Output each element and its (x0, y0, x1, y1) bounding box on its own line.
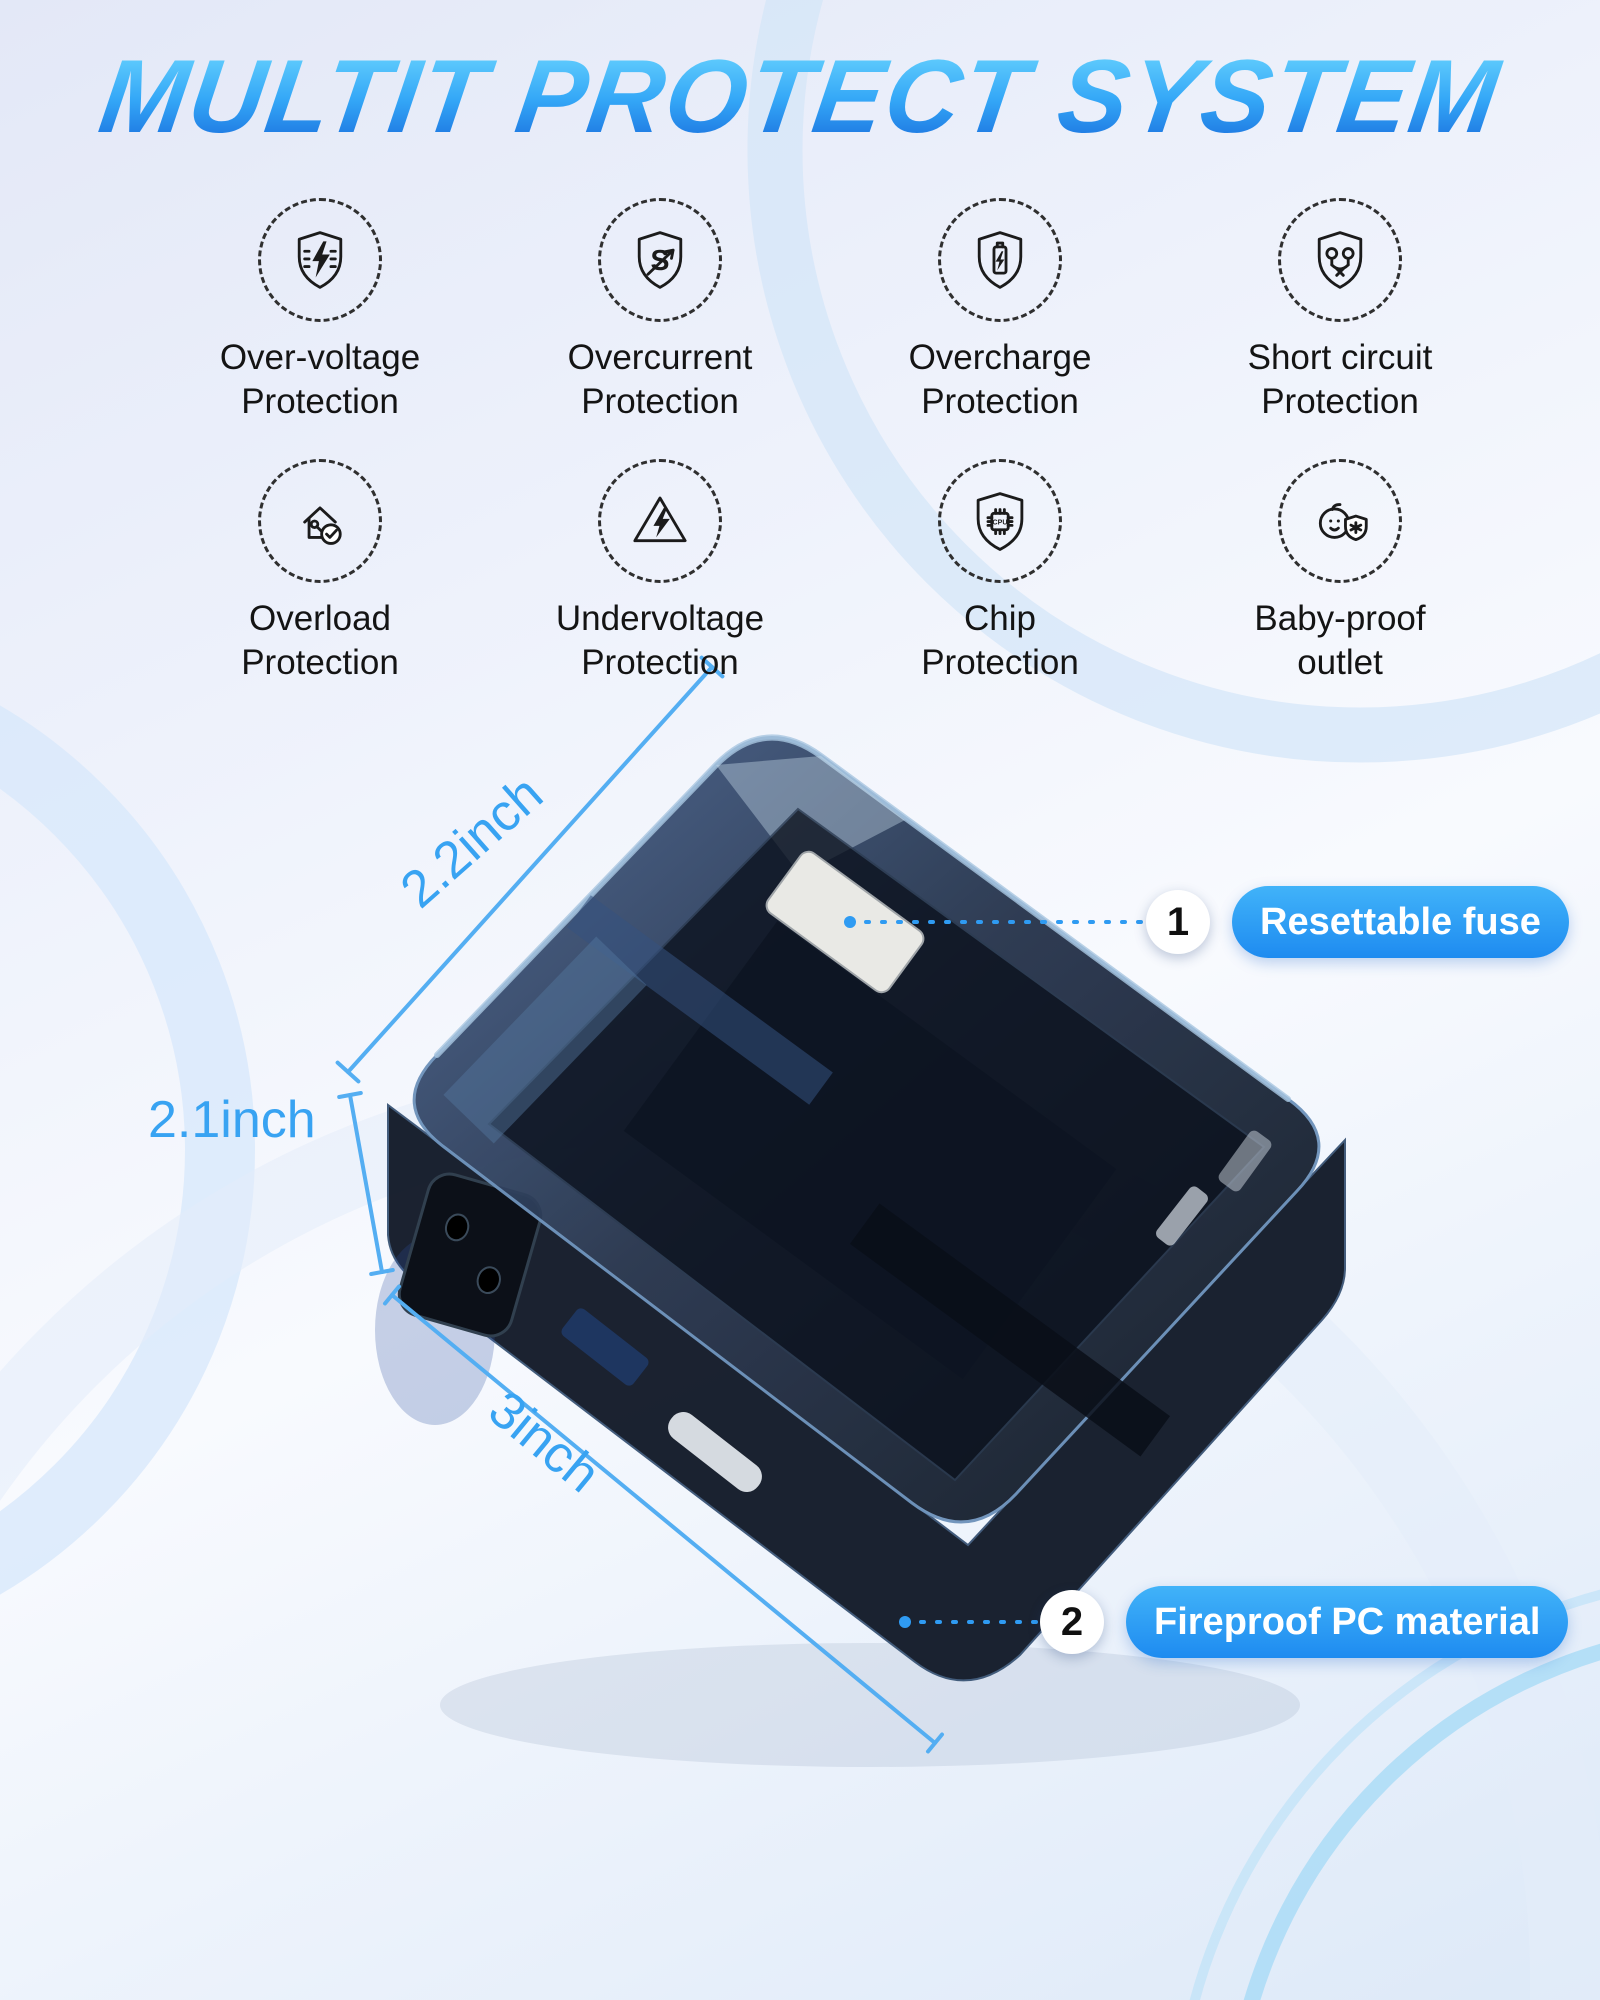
feature-overcharge: Overcharge Protection (830, 198, 1170, 425)
feature-label: Over-voltage Protection (219, 338, 421, 422)
overcurrent-shield-icon: S (598, 198, 722, 322)
dimension-line-bottom-left (383, 1284, 944, 1754)
callout-number-badge: 1 (1146, 890, 1210, 954)
corner-highlight (716, 756, 905, 875)
side-reflection-2 (1218, 1130, 1272, 1192)
power-socket (397, 1172, 543, 1338)
background-arc-top-right (747, 0, 1600, 763)
callout-label-pill: Fireproof PC material (1126, 1586, 1569, 1658)
undervoltage-warning-icon (598, 458, 722, 583)
usb-a-port (561, 1308, 649, 1386)
feature-label: Chip Protection (921, 598, 1079, 683)
feature-label: Baby-proof outlet (1254, 598, 1426, 683)
chip-shield-icon: CPU (938, 458, 1062, 583)
inner-streak-2 (849, 1203, 1171, 1457)
feature-undervoltage: Undervoltage Protection (490, 458, 830, 686)
rim-highlight (434, 734, 1291, 1102)
left-edge-glow (443, 936, 647, 1144)
product-shadow (440, 1643, 1300, 1767)
dimension-line-top-left (335, 655, 725, 1084)
feature-overload: Overload Protection (150, 458, 490, 686)
feature-overcurrent: S Overcurrent Protection (490, 198, 830, 425)
feature-label: Short circuit Protection (1247, 338, 1433, 422)
short-circuit-shield-icon (1278, 198, 1402, 322)
feature-label: Undervoltage Protection (555, 598, 765, 683)
product-body (387, 1103, 1346, 1682)
dimension-line-left (337, 1091, 395, 1276)
background-arc-left (0, 705, 255, 1595)
callout-resettable-fuse: 1 Resettable fuse (1146, 886, 1569, 958)
side-reflection-1 (1156, 1186, 1208, 1246)
callout-label-pill: Resettable fuse (1232, 886, 1569, 958)
feature-baby-proof: Baby-proof outlet (1170, 458, 1510, 686)
feature-over-voltage: Over-voltage Protection (150, 198, 490, 425)
overcharge-shield-icon (938, 198, 1062, 322)
overvoltage-shield-icon (258, 198, 382, 322)
features-grid: Over-voltage Protection S Overcurrent Pr… (150, 198, 1510, 686)
inner-streak-1 (567, 895, 833, 1105)
feature-label: Overload Protection (241, 598, 399, 683)
feature-chip: CPU Chip Protection (830, 458, 1170, 686)
svg-text:CPU: CPU (993, 518, 1008, 526)
feature-label: Overcharge Protection (908, 338, 1092, 422)
baby-proof-shield-icon (1278, 458, 1402, 583)
usb-c-port (668, 1411, 762, 1493)
page-title: MULTIT PROTECT SYSTEM (0, 38, 1600, 157)
overload-house-icon (258, 458, 382, 583)
dimension-label-left: 2.1inch (148, 1091, 316, 1149)
callout-number-badge: 2 (1040, 1590, 1104, 1654)
feature-label: Overcurrent Protection (567, 338, 753, 422)
feature-short-circuit: Short circuit Protection (1170, 198, 1510, 425)
callout-fireproof-material: 2 Fireproof PC material (1040, 1586, 1569, 1658)
